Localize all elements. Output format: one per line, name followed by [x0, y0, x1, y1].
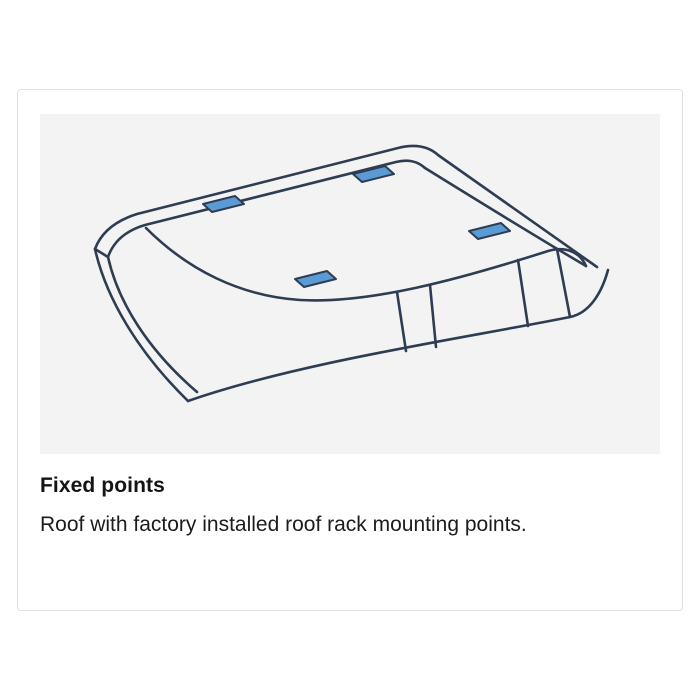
card-description: Roof with factory installed roof rack mo… — [40, 513, 527, 536]
b-pillar-front-line — [395, 290, 408, 353]
beltline — [186, 268, 610, 403]
mount-point-pad-rear-right — [468, 222, 511, 240]
roof-gutter-outer-line — [93, 144, 599, 269]
mount-point-pad-rear-left — [294, 270, 337, 288]
a-pillar-outer-line — [93, 247, 190, 403]
illustration-panel — [40, 114, 660, 454]
figure-background — [40, 114, 660, 454]
roof-rear-edge — [423, 166, 588, 268]
a-pillar-inner-line — [106, 255, 199, 394]
mount-point-pads — [202, 165, 511, 288]
car-roof-illustration — [40, 114, 660, 454]
card-title: Fixed points — [40, 474, 165, 497]
roof-gutter-inner-line — [106, 159, 427, 259]
roof-type-option-card[interactable]: Fixed points Roof with factory installed… — [17, 89, 683, 611]
b-pillar-rear-line — [428, 283, 438, 349]
mount-point-pad-front-right — [352, 165, 395, 183]
c-pillar-rear-line — [555, 247, 572, 319]
car-roof-outline — [93, 144, 610, 403]
mount-point-pad-front-left — [202, 195, 245, 213]
c-pillar-front-line — [516, 258, 530, 328]
roof-gutter-end-cap — [93, 247, 110, 259]
